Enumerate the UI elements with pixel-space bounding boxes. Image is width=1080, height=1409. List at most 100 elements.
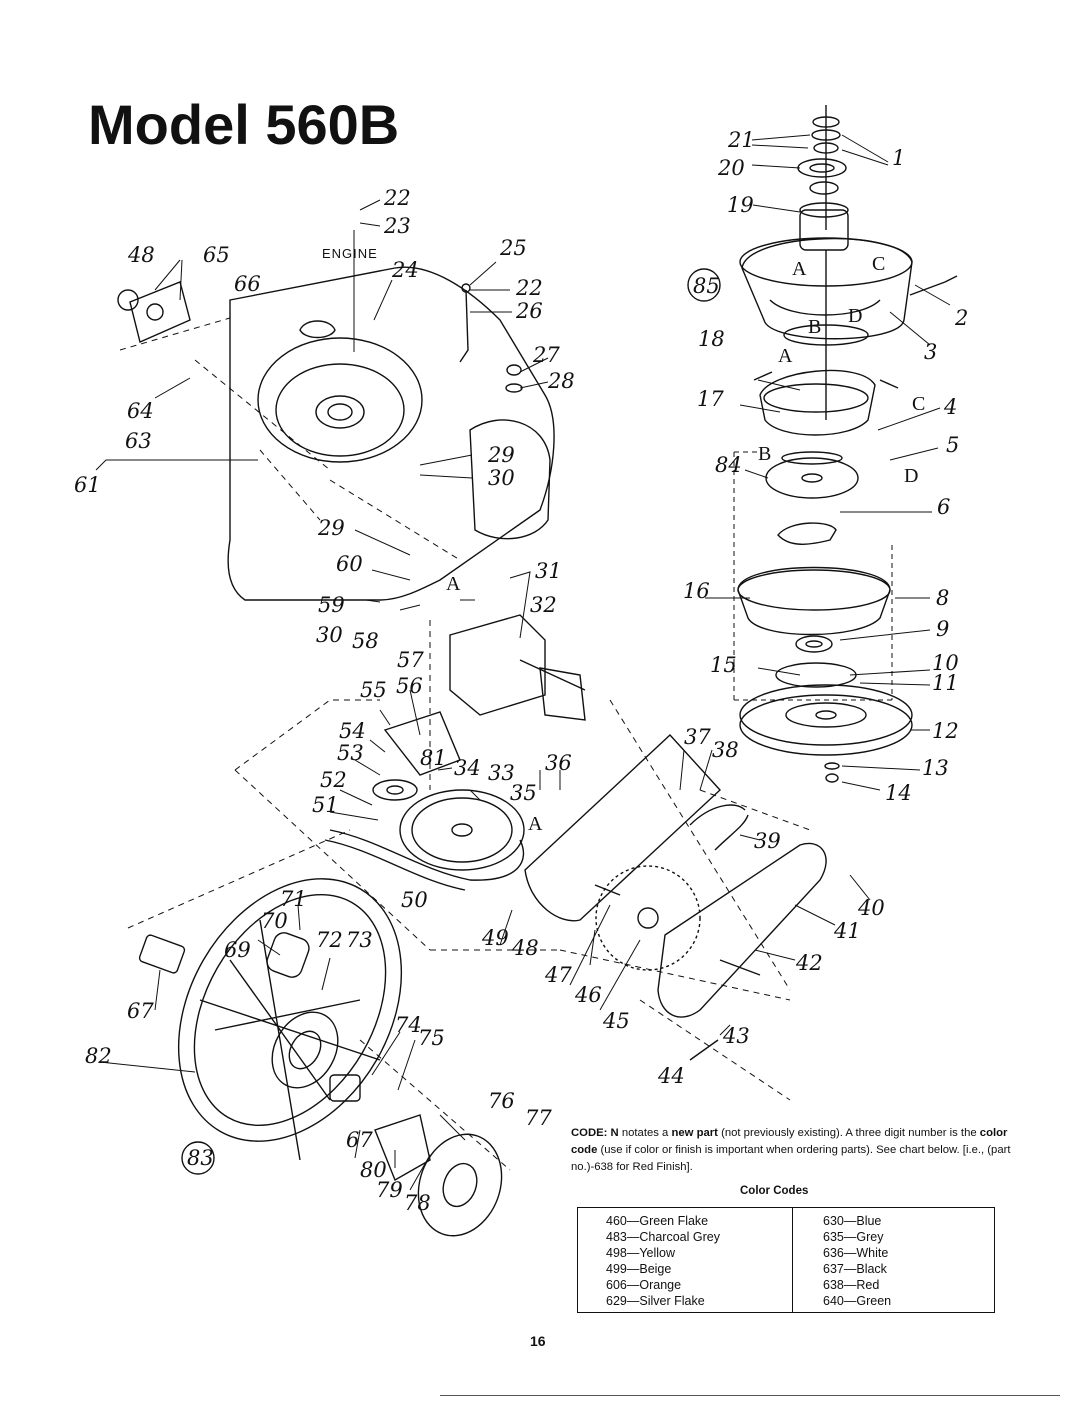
- pulley-housing-16: [737, 566, 891, 636]
- page-title: Model 560B: [88, 93, 400, 156]
- callout-85: 85: [693, 274, 720, 298]
- letter-a: A: [778, 345, 793, 367]
- callout-36: 36: [545, 751, 572, 775]
- callout-65: 65: [203, 243, 230, 267]
- code-note: CODE: N notates a new part (not previous…: [571, 1125, 1011, 1176]
- code-text-1: notates a: [618, 1127, 672, 1139]
- callout-75: 75: [418, 1026, 445, 1050]
- page-number: 16: [530, 1333, 546, 1349]
- color-code-row: 483—Charcoal Grey: [606, 1230, 720, 1244]
- guide-dashes-main: [119, 317, 811, 1171]
- callout-63: 63: [125, 429, 152, 453]
- pulley-12: [739, 684, 913, 756]
- bolt-44: [689, 1039, 719, 1061]
- code-new-part: new part: [671, 1127, 718, 1139]
- callout-circle-85: [687, 268, 721, 302]
- callout-5: 5: [946, 433, 959, 457]
- callout-10: 10: [932, 651, 959, 675]
- callout-73: 73: [346, 928, 373, 952]
- callout-51: 51: [312, 793, 339, 817]
- callout-45: 45: [602, 1009, 630, 1033]
- axle-bearing-69-70: [266, 932, 310, 978]
- callout-41: 41: [833, 919, 861, 943]
- callout-40: 40: [857, 896, 885, 920]
- color-code-row: 635—Grey: [823, 1230, 884, 1244]
- callout-81: 81: [420, 746, 447, 770]
- color-codes-left-column: 460—Green Flake 483—Charcoal Grey 498—Ye…: [578, 1208, 793, 1312]
- callout-42: 42: [795, 951, 823, 975]
- auger-pulley-35: [399, 789, 525, 871]
- callout-30: 30: [316, 623, 343, 647]
- engine-deck: [227, 266, 555, 601]
- callout-47: 47: [544, 963, 572, 987]
- bracket-66: [117, 281, 191, 343]
- bottom-rule: [440, 1395, 1060, 1396]
- callout-57: 57: [397, 648, 424, 672]
- callout-14: 14: [885, 781, 912, 805]
- letter-a: A: [528, 813, 543, 835]
- callout-67: 67: [127, 999, 154, 1023]
- callout-84: 84: [715, 453, 742, 477]
- brake-disc-84: [765, 451, 859, 499]
- color-code-row: 640—Green: [823, 1294, 892, 1308]
- color-codes-title: Color Codes: [740, 1185, 809, 1197]
- hub-67-small: [329, 1074, 361, 1102]
- callout-49: 49: [481, 926, 509, 950]
- color-codes-right-column: 630—Blue 635—Grey 636—White 637—Black 63…: [793, 1208, 891, 1312]
- callout-74: 74: [395, 1013, 422, 1037]
- code-label: CODE:: [571, 1127, 608, 1139]
- letter-a: A: [792, 258, 807, 280]
- hub-67: [138, 934, 186, 974]
- letter-c: C: [872, 253, 885, 275]
- callout-8: 8: [936, 586, 949, 610]
- gear-plate-36: [524, 734, 721, 922]
- callout-9: 9: [936, 617, 949, 641]
- callout-1: 1: [892, 146, 905, 170]
- code-color-code: color code: [571, 1127, 1008, 1156]
- callout-66: 66: [234, 272, 261, 296]
- callout-71: 71: [280, 887, 307, 911]
- callout-2: 2: [954, 306, 968, 330]
- letter-c: C: [912, 393, 925, 415]
- callout-29: 29: [317, 516, 345, 540]
- callout-44: 44: [657, 1064, 685, 1088]
- spring-clutch-plate: [753, 369, 899, 436]
- callout-11: 11: [932, 671, 959, 695]
- belt-50: [324, 829, 525, 891]
- callout-6: 6: [937, 495, 950, 519]
- gearbox-57: [449, 614, 586, 721]
- color-code-row: 460—Green Flake: [606, 1214, 709, 1228]
- impeller-housing: [739, 237, 958, 420]
- callout-61: 61: [74, 473, 101, 497]
- callout-48: 48: [511, 936, 539, 960]
- callout-59: 59: [318, 593, 345, 617]
- top-bearing-stack: [797, 105, 849, 251]
- callout-22: 22: [383, 186, 411, 210]
- callout-37: 37: [684, 725, 711, 749]
- color-code-row: 636—White: [823, 1246, 889, 1260]
- callout-30: 30: [488, 466, 515, 490]
- callout-39: 39: [754, 829, 781, 853]
- callout-82: 82: [85, 1044, 112, 1068]
- callout-72: 72: [316, 928, 343, 952]
- color-code-row: 606—Orange: [606, 1278, 682, 1292]
- callout-53: 53: [337, 741, 364, 765]
- color-code-row: 499—Beige: [606, 1262, 672, 1276]
- bolt-27-28: [505, 364, 523, 393]
- callout-54: 54: [339, 719, 366, 743]
- callout-58: 58: [352, 629, 379, 653]
- color-code-row: 498—Yellow: [606, 1246, 676, 1260]
- callout-78: 78: [404, 1191, 431, 1215]
- callout-76: 76: [488, 1089, 515, 1113]
- callout-69: 69: [224, 938, 251, 962]
- letter-d: D: [904, 465, 918, 487]
- callout-16: 16: [683, 579, 710, 603]
- code-n: N: [610, 1127, 619, 1139]
- callout-numbers: 21 20 1 19 85 2 18 3 17 4 5 84 6 16 8 9 …: [74, 128, 968, 1215]
- letter-a: A: [446, 573, 461, 595]
- callout-43: 43: [722, 1024, 750, 1048]
- callout-55: 55: [360, 678, 387, 702]
- callout-34: 34: [454, 756, 481, 780]
- callout-26: 26: [515, 299, 543, 323]
